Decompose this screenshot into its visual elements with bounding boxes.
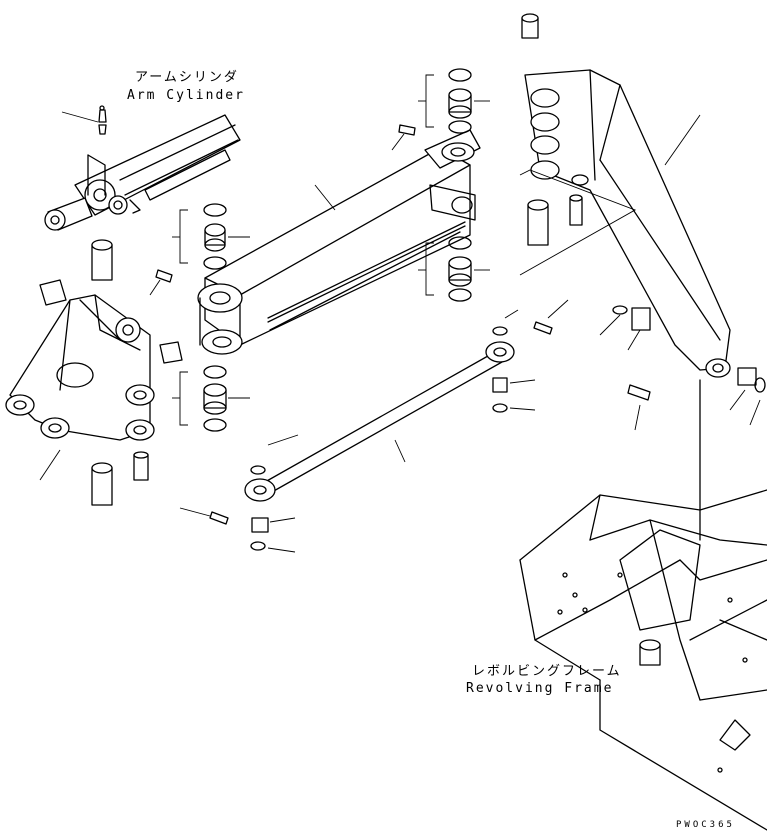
arm-cylinder-label-jp: アームシリンダ [135,70,239,85]
grease-fitting-icon [61,105,107,135]
bushing-stack-mid-right [418,236,490,302]
bushing-stack-upper-left [172,203,250,270]
arm-cylinder-label-en: Arm Cylinder [127,88,245,103]
boom [519,69,731,378]
arm-assembly [197,129,481,355]
bushing-stack-lower-left [172,365,250,432]
grease-fitting-icon [149,124,416,296]
revolving-frame-label-jp: レボルビングフレーム [472,664,622,679]
boom-pins [521,13,766,431]
arm-cylinder-illustration [44,114,241,231]
revolving-frame [519,379,767,831]
bushing-stack-upper-right [418,68,490,134]
rod-small-parts [179,299,569,553]
pins-and-bushings-left [39,239,183,506]
drawing-code: PWOC365 [676,820,735,830]
revolving-frame-label-en: Revolving Frame [466,681,614,696]
link-bracket [5,294,155,481]
link-rod [244,341,515,502]
